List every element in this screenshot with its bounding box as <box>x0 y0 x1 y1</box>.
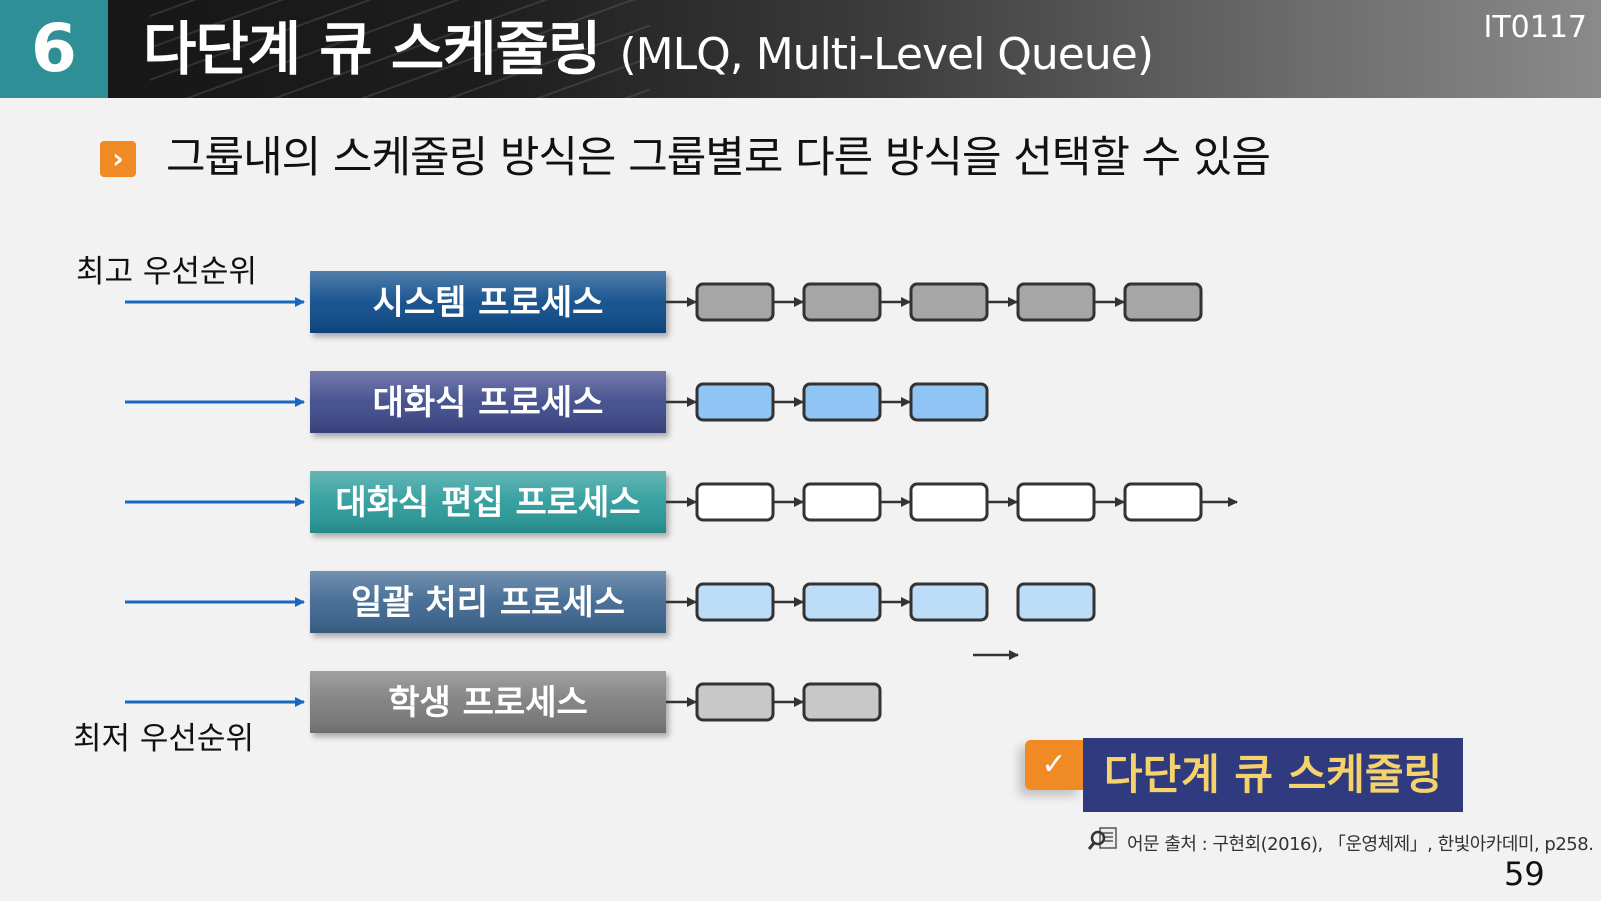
highest-priority-label: 최고 우선순위 <box>76 254 257 290</box>
queue-box-gloss <box>310 371 666 433</box>
process-node <box>1016 482 1096 522</box>
queue-box-gloss <box>310 471 666 533</box>
process-node <box>909 282 989 322</box>
process-node <box>695 382 775 422</box>
process-node <box>802 282 882 322</box>
section-badge <box>0 0 108 98</box>
process-node <box>695 682 775 722</box>
process-node <box>695 582 775 622</box>
slide-title-sub: (MLQ, Multi-Level Queue) <box>619 29 1154 80</box>
process-node <box>802 382 882 422</box>
process-node <box>802 582 882 622</box>
queue-label: 학생 프로세스 <box>388 683 588 723</box>
queue-label: 대화식 프로세스 <box>373 383 604 423</box>
queue-box-gloss <box>310 271 666 333</box>
queue-row: 일괄 처리 프로세스 <box>125 571 1096 633</box>
lowest-priority-label: 최저 우선순위 <box>73 721 254 757</box>
check-icon: ✓ <box>1025 740 1083 790</box>
slide-header <box>0 0 1601 98</box>
process-node <box>802 682 882 722</box>
queue-label: 일괄 처리 프로세스 <box>351 583 625 623</box>
process-node <box>909 482 989 522</box>
source-citation: 어문 출처 : 구현회(2016), 「운영체제」, 한빛아카데미, p258. <box>1127 834 1594 855</box>
queue-box-gloss <box>310 571 666 633</box>
process-node <box>695 282 775 322</box>
page-number: 59 <box>1504 855 1545 893</box>
process-node <box>1016 282 1096 322</box>
slide-title-main: 다단계 큐 스케줄링 <box>143 15 601 83</box>
magnifier-icon <box>1088 827 1117 850</box>
process-node <box>1123 282 1203 322</box>
queue-row: 대화식 편집 프로세스 <box>125 471 1238 533</box>
bullet-chevron-icon: › <box>100 141 136 177</box>
section-number: 6 <box>31 10 77 87</box>
process-node <box>909 382 989 422</box>
process-node <box>1123 482 1203 522</box>
process-node <box>802 482 882 522</box>
process-node <box>695 482 775 522</box>
slide-title: 다단계 큐 스케줄링 (MLQ, Multi-Level Queue) <box>143 14 1154 90</box>
process-node <box>1016 582 1096 622</box>
header-background-texture <box>150 0 650 98</box>
process-node <box>909 582 989 622</box>
bullet-text: 그룹내의 스케줄링 방식은 그룹별로 다른 방식을 선택할 수 있음 <box>166 133 1271 183</box>
legend-title: 다단계 큐 스케줄링 <box>1083 738 1463 812</box>
queue-label: 시스템 프로세스 <box>373 283 604 323</box>
queue-box-gloss <box>310 671 666 733</box>
course-code: IT0117 <box>1483 10 1587 45</box>
queue-row: 시스템 프로세스 <box>125 271 1203 333</box>
queue-row: 대화식 프로세스 <box>125 371 989 433</box>
queue-label: 대화식 편집 프로세스 <box>335 483 640 523</box>
queue-row: 학생 프로세스 <box>125 671 882 733</box>
